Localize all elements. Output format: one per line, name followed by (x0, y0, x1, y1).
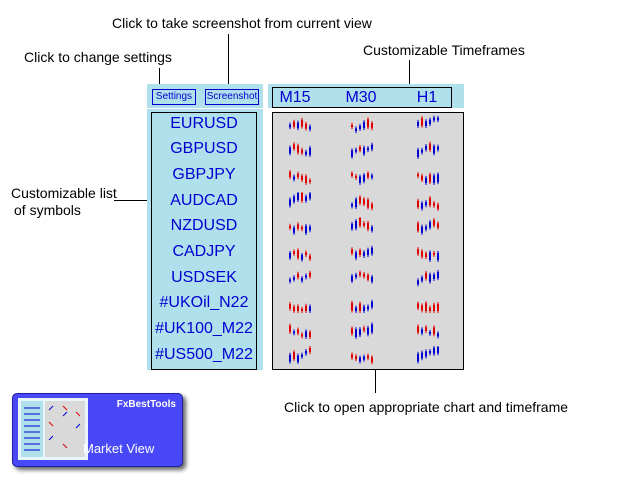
mini-chart-icon (351, 299, 373, 313)
chart-cell-gbpusd-h1[interactable] (405, 139, 457, 161)
annotation-settings: Click to change settings (24, 49, 172, 65)
symbol-gbpusd[interactable]: GBPUSD (170, 140, 238, 157)
mini-chart-icon (289, 192, 311, 208)
pointer-line-timeframes (409, 60, 410, 87)
thumbnail-grid-icon (21, 401, 85, 457)
chart-cell-us500m22-m15[interactable] (277, 345, 329, 367)
chart-cell-cadjpy-m30[interactable] (339, 242, 391, 264)
mini-chart-icon (289, 346, 311, 365)
mini-chart-icon (417, 141, 439, 159)
mini-chart-icon (351, 352, 373, 365)
annotation-symbols-2: of symbols (14, 202, 81, 218)
chart-cell-audcad-m30[interactable] (339, 191, 391, 213)
symbol-nzdusd[interactable]: NZDUSD (170, 217, 238, 234)
chart-cell-uk100m22-m30[interactable] (339, 319, 391, 341)
annotation-chart: Click to open appropriate chart and time… (284, 399, 569, 415)
chart-cell-uk100m22-m15[interactable] (277, 319, 329, 341)
chart-cell-ukoiln22-m15[interactable] (277, 293, 329, 315)
mini-chart-icon (351, 117, 373, 134)
symbol-gbpjpy[interactable]: GBPJPY (172, 166, 236, 183)
mini-chart-icon (417, 172, 439, 185)
chart-cell-eurusd-m30[interactable] (339, 114, 391, 136)
mini-chart-icon (351, 245, 373, 261)
mini-chart-icon (351, 270, 373, 284)
symbol-audcad[interactable]: AUDCAD (170, 192, 238, 209)
chart-cell-us500m22-h1[interactable] (405, 345, 457, 367)
mini-chart-icon (417, 269, 439, 287)
chart-cell-usdsek-m15[interactable] (277, 268, 329, 290)
pointer-line-chart (375, 369, 376, 393)
chart-cell-ukoiln22-m30[interactable] (339, 293, 391, 315)
symbol-us500-m22[interactable]: #US500_M22 (155, 346, 253, 363)
mini-chart-icon (289, 248, 311, 262)
mini-chart-icon (417, 324, 439, 339)
chart-cell-audcad-m15[interactable] (277, 191, 329, 213)
market-view-thumbnail (18, 398, 88, 460)
symbol-usdsek[interactable]: USDSEK (171, 269, 237, 286)
mini-chart-icon (417, 195, 439, 211)
mini-chart-icon (289, 270, 311, 284)
chart-cell-nzdusd-h1[interactable] (405, 216, 457, 238)
chart-cell-ukoiln22-h1[interactable] (405, 293, 457, 315)
chart-cell-gbpusd-m30[interactable] (339, 139, 391, 161)
pointer-line-settings (159, 68, 160, 88)
pointer-line-screenshot (228, 34, 229, 88)
market-view-app-icon[interactable]: FxBestTools Market View (12, 393, 183, 467)
symbol-list-panel (147, 109, 263, 370)
mini-chart-icon (289, 323, 311, 339)
chart-cell-nzdusd-m30[interactable] (339, 216, 391, 238)
tab-m15[interactable]: M15 (279, 89, 311, 106)
symbol-uk100-m22[interactable]: #UK100_M22 (155, 320, 253, 337)
mini-chart-icon (417, 346, 439, 364)
chart-cell-eurusd-h1[interactable] (405, 114, 457, 136)
tab-h1[interactable]: H1 (416, 89, 438, 106)
chart-cell-gbpjpy-h1[interactable] (405, 165, 457, 187)
mini-chart-icon (417, 218, 439, 235)
timeframe-header-border (272, 87, 452, 108)
screenshot-button[interactable]: Screenshot (205, 89, 259, 105)
timeframe-header-panel (268, 84, 464, 108)
chart-cell-gbpjpy-m30[interactable] (339, 165, 391, 187)
chart-cell-gbpjpy-m15[interactable] (277, 165, 329, 187)
mini-chart-icon (289, 142, 311, 157)
symbol-ukoil-n22[interactable]: #UKOil_N22 (159, 294, 249, 311)
mini-chart-icon (351, 171, 373, 185)
mini-chart-icon (417, 115, 439, 128)
chart-cell-usdsek-m30[interactable] (339, 268, 391, 290)
chart-cell-eurusd-m15[interactable] (277, 114, 329, 136)
mini-chart-icon (351, 322, 373, 339)
pointer-line-symbols (114, 200, 151, 201)
mini-chart-icon (289, 302, 311, 313)
icon-label: Market View (83, 441, 155, 456)
icon-title: FxBestTools (116, 399, 176, 410)
chart-cell-nzdusd-m15[interactable] (277, 216, 329, 238)
tab-m30[interactable]: M30 (345, 89, 377, 106)
symbol-list-border (151, 112, 257, 370)
mini-chart-icon (289, 222, 311, 236)
mini-chart-icon (351, 217, 373, 233)
mini-chart-icon (289, 117, 311, 132)
chart-cell-cadjpy-h1[interactable] (405, 242, 457, 264)
mini-chart-icon (351, 142, 373, 159)
settings-button[interactable]: Settings (152, 89, 196, 105)
chart-cell-usdsek-h1[interactable] (405, 268, 457, 290)
mini-chart-icon (417, 247, 439, 262)
mini-chart-icon (351, 195, 373, 211)
annotation-symbols-1: Customizable list (11, 185, 117, 201)
annotation-screenshot: Click to take screenshot from current vi… (112, 15, 372, 31)
mini-chart-icon (289, 169, 311, 185)
chart-cell-uk100m22-h1[interactable] (405, 319, 457, 341)
chart-cell-gbpusd-m15[interactable] (277, 139, 329, 161)
chart-cell-cadjpy-m15[interactable] (277, 242, 329, 264)
mini-chart-icon (417, 301, 439, 313)
symbol-eurusd[interactable]: EURUSD (170, 115, 238, 132)
chart-cell-audcad-h1[interactable] (405, 191, 457, 213)
annotation-timeframes: Customizable Timeframes (363, 42, 525, 58)
chart-cell-us500m22-m30[interactable] (339, 345, 391, 367)
symbol-cadjpy[interactable]: CADJPY (172, 243, 236, 260)
